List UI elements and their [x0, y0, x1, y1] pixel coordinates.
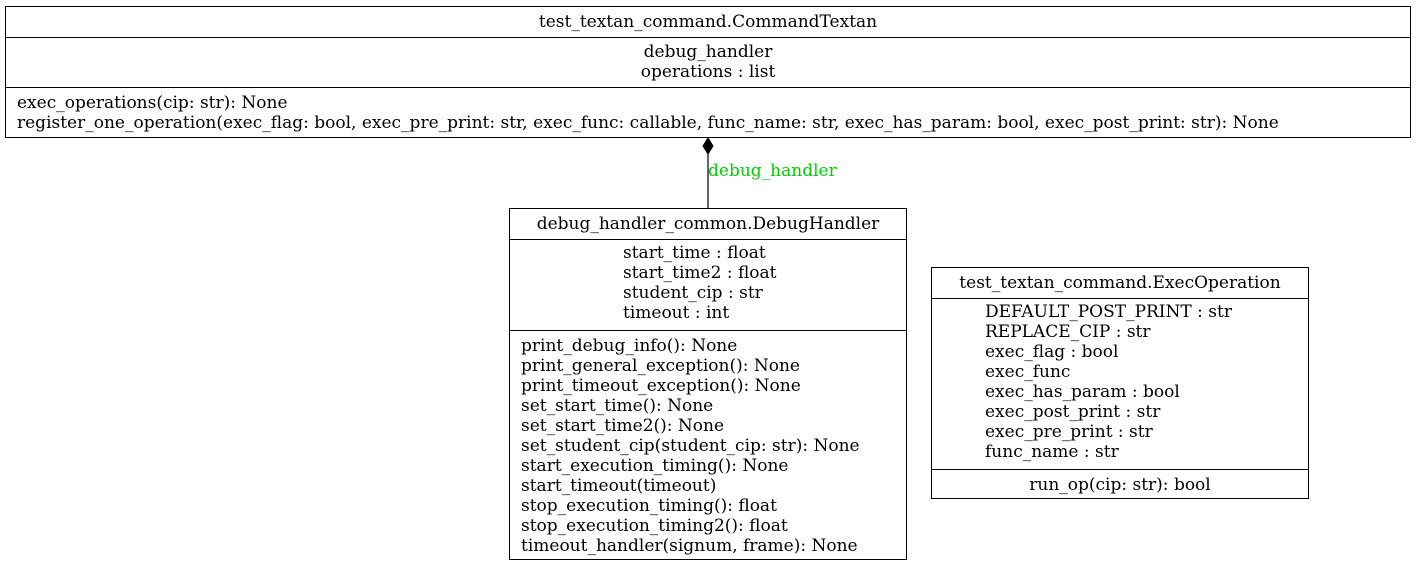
- method: print_general_exception(): None: [521, 356, 800, 376]
- relation-label: debug_handler: [708, 161, 837, 181]
- attribute: operations : list: [640, 62, 776, 82]
- attributes-section: start_time : float start_time2 : float s…: [510, 239, 906, 330]
- composition-diamond-icon: [702, 137, 714, 155]
- method: print_debug_info(): None: [521, 336, 738, 356]
- attribute: start_time2 : float: [623, 263, 777, 283]
- method: print_timeout_exception(): None: [521, 376, 801, 396]
- attribute: exec_has_param : bool: [985, 382, 1180, 402]
- attribute: exec_pre_print : str: [985, 422, 1153, 442]
- class-name: test_textan_command.ExecOperation: [959, 273, 1281, 293]
- class-command-textan[interactable]: test_textan_command.CommandTextan debug_…: [5, 6, 1411, 138]
- class-name: test_textan_command.CommandTextan: [538, 12, 878, 32]
- attributes-section: debug_handler operations : list: [6, 37, 1410, 87]
- attribute: REPLACE_CIP : str: [985, 322, 1151, 342]
- class-debug-handler[interactable]: debug_handler_common.DebugHandler start_…: [509, 208, 907, 560]
- method: stop_execution_timing(): float: [521, 496, 777, 516]
- attribute: exec_post_print : str: [985, 402, 1161, 422]
- attribute: debug_handler: [643, 42, 773, 62]
- method: run_op(cip: str): bool: [1029, 475, 1211, 495]
- method: exec_operations(cip: str): None: [17, 93, 288, 113]
- attribute: exec_flag : bool: [985, 342, 1119, 362]
- attribute: func_name : str: [985, 442, 1119, 462]
- attribute: exec_func: [985, 362, 1071, 382]
- methods-section: run_op(cip: str): bool: [932, 469, 1308, 495]
- method: set_student_cip(student_cip: str): None: [521, 436, 860, 456]
- methods-section: exec_operations(cip: str): None register…: [6, 87, 1410, 133]
- method: register_one_operation(exec_flag: bool, …: [17, 113, 1279, 133]
- method: start_timeout(timeout): [521, 476, 717, 496]
- attribute: student_cip : str: [623, 283, 763, 303]
- method: start_execution_timing(): None: [521, 456, 789, 476]
- attributes-section: DEFAULT_POST_PRINT : str REPLACE_CIP : s…: [932, 298, 1308, 469]
- method: set_start_time2(): None: [521, 416, 725, 436]
- attribute: timeout : int: [623, 303, 730, 323]
- class-name: debug_handler_common.DebugHandler: [536, 214, 880, 234]
- methods-section: print_debug_info(): None print_general_e…: [510, 330, 906, 556]
- attribute: start_time : float: [623, 243, 766, 263]
- method: timeout_handler(signum, frame): None: [521, 536, 858, 556]
- method: stop_execution_timing2(): float: [521, 516, 788, 536]
- attribute: DEFAULT_POST_PRINT : str: [985, 302, 1232, 322]
- method: set_start_time(): None: [521, 396, 714, 416]
- class-exec-operation[interactable]: test_textan_command.ExecOperation DEFAUL…: [931, 267, 1309, 499]
